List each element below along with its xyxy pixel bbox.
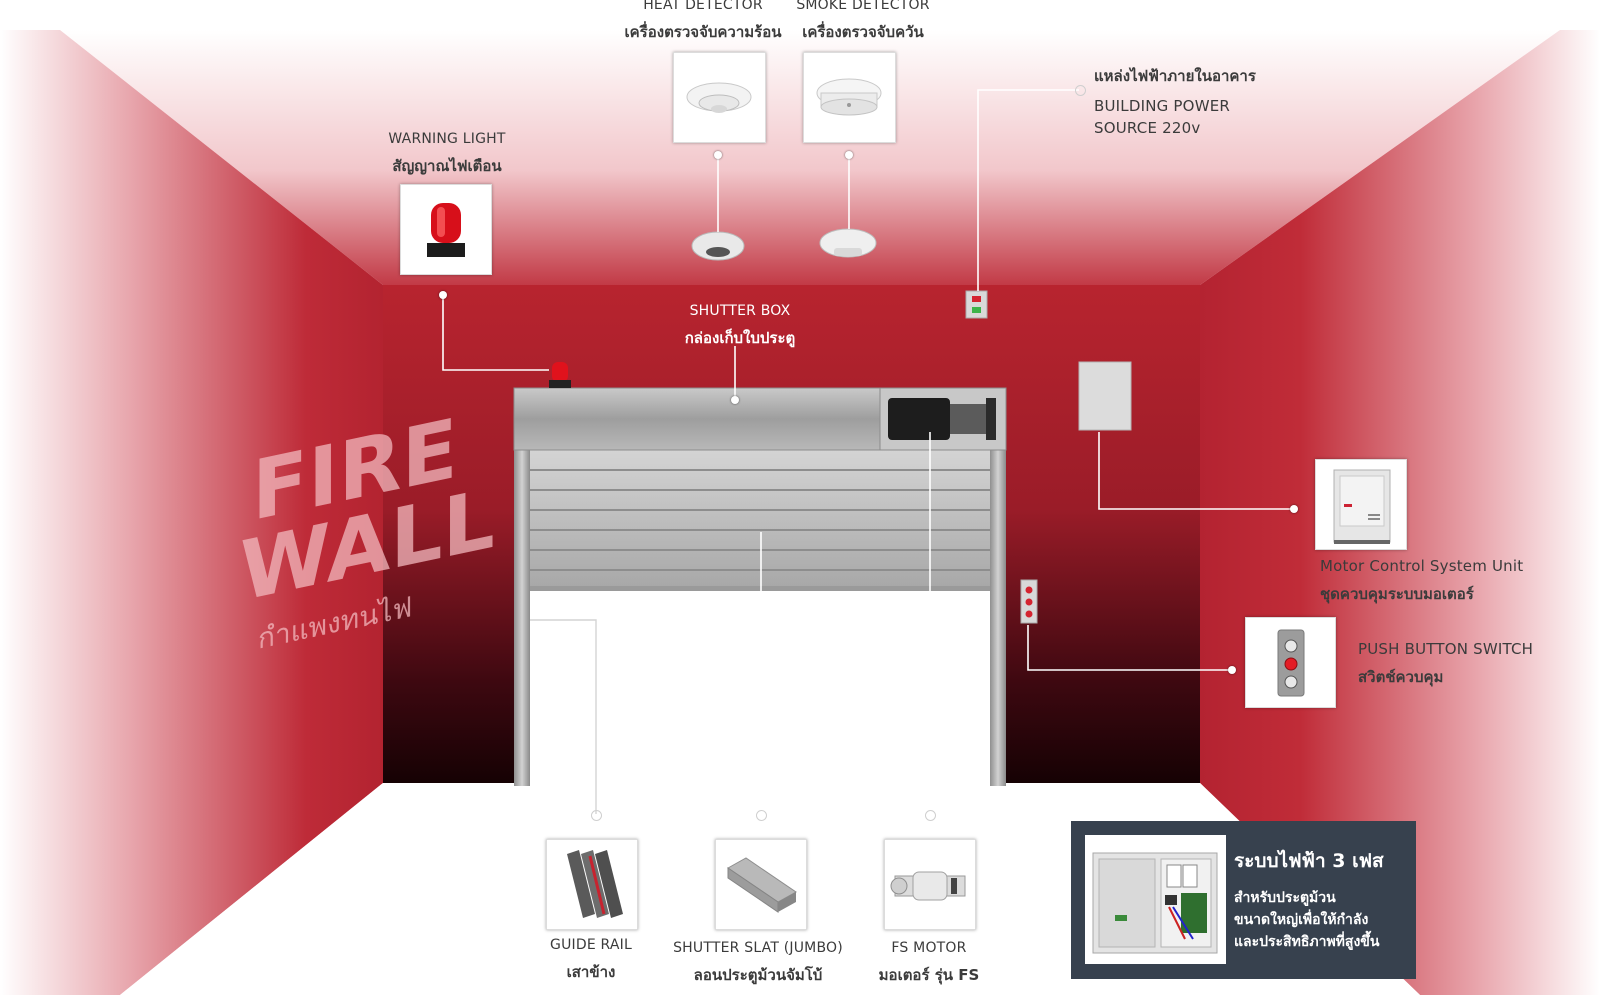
info-panel-line-3: และประสิทธิภาพที่สูงขึ้น [1234, 934, 1380, 950]
shutter-slat-dot [756, 810, 767, 821]
heat-detector-en: HEAT DETECTOR [643, 0, 763, 13]
power-indicator [965, 290, 988, 319]
heat-detector-ceiling [691, 231, 745, 261]
motor-control-label: Motor Control System Unit ชุดควบคุมระบบม… [1320, 557, 1523, 606]
heat-detector-label: HEAT DETECTOR เครื่องตรวจจับความร้อน [622, 0, 784, 44]
control-box-icon [1333, 469, 1391, 544]
push-button-icon [1277, 629, 1305, 697]
shutter-box-en: SHUTTER BOX [689, 303, 791, 319]
warning-light-dot [439, 291, 447, 299]
push-button-label: PUSH BUTTON SWITCH สวิตช์ควบคุม [1358, 640, 1533, 689]
shutter-box-dot [731, 396, 739, 404]
guide-rail-left [514, 450, 530, 786]
fs-motor-thumb [884, 839, 976, 930]
push-button-th: สวิตช์ควบคุม [1358, 668, 1444, 686]
heat-detector-th: เครื่องตรวจจับความร้อน [624, 23, 782, 41]
guide-rail-label: GUIDE RAIL เสาข้าง [540, 937, 642, 984]
connector-lines [442, 89, 1294, 814]
electrical-panel-photo [1085, 835, 1226, 964]
warning-light-label: WARNING LIGHT สัญญาณไฟเตือน [383, 131, 511, 178]
shutter-slat-icon [727, 857, 797, 913]
push-button-wall [1020, 579, 1038, 624]
rotating-beacon-icon [427, 203, 465, 257]
motor-control-dot [1290, 505, 1298, 513]
building-power-th: แหล่งไฟฟ้าภายในอาคาร [1094, 67, 1256, 85]
guide-rail-icon [567, 850, 623, 918]
smoke-detector-icon [816, 78, 882, 116]
heat-detector-dot [714, 151, 722, 159]
fs-motor-label: FS MOTOR มอเตอร์ รุ่น FS [870, 940, 988, 987]
fs-motor-th: มอเตอร์ รุ่น FS [878, 966, 980, 984]
smoke-detector-dot [845, 151, 853, 159]
warning-light-en: WARNING LIGHT [388, 131, 506, 147]
heat-detector-thumb [673, 52, 766, 143]
shutter-slat-en: SHUTTER SLAT (JUMBO) [673, 940, 843, 956]
push-button-dot [1228, 666, 1236, 674]
guide-rail-en: GUIDE RAIL [550, 937, 632, 953]
info-panel-title: ระบบไฟฟ้า 3 เฟส [1234, 850, 1384, 872]
building-power-en-2: SOURCE 220v [1094, 119, 1201, 137]
warning-light-th: สัญญาณไฟเตือน [392, 157, 502, 175]
three-phase-info-panel: ระบบไฟฟ้า 3 เฟส สำหรับประตูม้วน ขนาดใหญ่… [1071, 821, 1416, 979]
fs-motor-en: FS MOTOR [891, 940, 967, 956]
info-panel-line-1: สำหรับประตูม้วน [1234, 890, 1336, 906]
smoke-detector-en: SMOKE DETECTOR [796, 0, 930, 13]
smoke-detector-label: SMOKE DETECTOR เครื่องตรวจจับควัน [790, 0, 936, 44]
building-power-en-1: BUILDING POWER [1094, 97, 1231, 115]
warning-light [549, 362, 571, 388]
guide-rail-dot [591, 810, 602, 821]
info-panel-line-2: ขนาดใหญ่เพื่อให้กำลัง [1234, 912, 1369, 928]
guide-rail-th: เสาข้าง [566, 963, 616, 981]
shutter-slats [530, 450, 990, 591]
fs-motor-dot [925, 810, 936, 821]
shutter-slat-th: ลอนประตูม้วนจัมโบ้ [693, 966, 823, 984]
smoke-detector-ceiling [819, 228, 877, 258]
warning-light-thumb [400, 184, 492, 275]
push-button-thumb [1245, 617, 1336, 708]
smoke-detector-thumb [803, 52, 896, 143]
shutter-slat-label: SHUTTER SLAT (JUMBO) ลอนประตูม้วนจัมโบ้ [668, 940, 848, 987]
control-box-wall [1078, 361, 1132, 431]
guide-rail-thumb [546, 839, 638, 930]
building-power-label: แหล่งไฟฟ้าภายในอาคาร BUILDING POWER SOUR… [1094, 64, 1256, 137]
power-source-dot [1075, 85, 1086, 96]
shutter-box [513, 387, 881, 451]
push-button-en: PUSH BUTTON SWITCH [1358, 640, 1534, 658]
shutter-slat-thumb [715, 839, 807, 930]
left-wall [0, 30, 383, 995]
guide-rail-right [990, 450, 1006, 786]
shutter-box-th: กล่องเก็บใบประตู [684, 329, 796, 347]
fs-motor-icon [890, 871, 966, 901]
heat-detector-icon [686, 82, 752, 113]
motor-control-thumb [1315, 459, 1407, 550]
shutter-box-label: SHUTTER BOX กล่องเก็บใบประตู [670, 303, 810, 350]
door-opening [530, 590, 990, 785]
motor-control-th: ชุดควบคุมระบบมอเตอร์ [1320, 585, 1474, 603]
motor-control-en: Motor Control System Unit [1320, 557, 1524, 575]
smoke-detector-th: เครื่องตรวจจับควัน [802, 23, 924, 41]
fs-motor-unit [888, 398, 950, 440]
